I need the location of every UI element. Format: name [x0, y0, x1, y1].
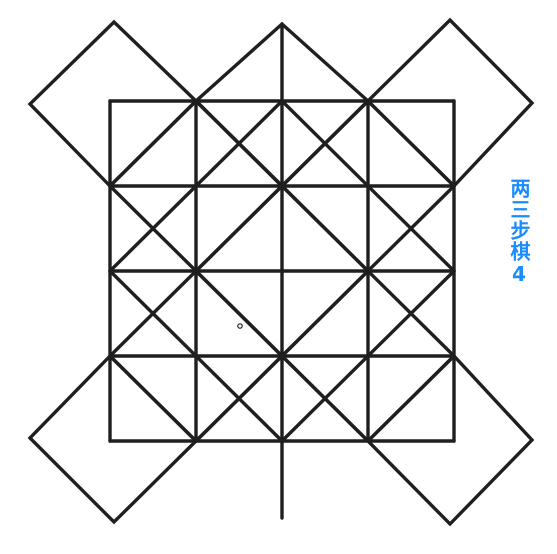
game-title: 两三步棋4: [507, 178, 531, 287]
diag-long-1: [108, 184, 370, 443]
diamond-bottom-right: [365, 353, 535, 527]
diag-long-2: [194, 184, 456, 443]
diamond-bottom-left: [27, 353, 199, 525]
diag-right-down: [280, 269, 456, 443]
diamond-top-left: [27, 19, 199, 189]
diamond-top-right: [365, 17, 535, 189]
diag-left-down: [108, 269, 284, 443]
diag-left-up: [108, 99, 284, 273]
diag-right-up: [280, 99, 456, 273]
marker-dot: [237, 323, 243, 329]
